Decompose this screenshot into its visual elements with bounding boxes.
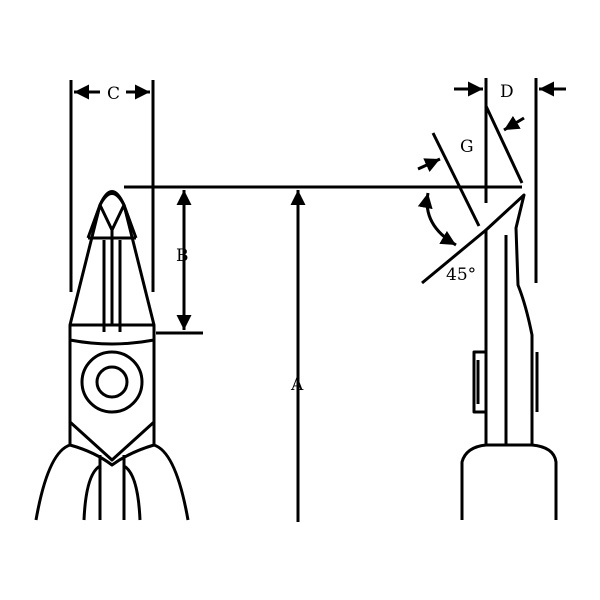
front-pivot-inner: [95, 365, 129, 399]
label-angle-45: 45°: [446, 265, 476, 285]
angle-45-arc: [417, 192, 457, 247]
side-pivot-boss: [472, 350, 488, 414]
label-b: B: [176, 246, 189, 266]
front-right-handle: [122, 443, 190, 521]
label-c: C: [107, 84, 120, 104]
front-jaw-sides: [88, 236, 136, 325]
front-jaw-tip: [86, 192, 138, 325]
dimension-g-arrow-right: [503, 115, 525, 132]
front-pivot-outer: [80, 350, 144, 414]
label-d: D: [500, 82, 514, 102]
label-a: A: [290, 375, 304, 395]
side-view-pliers: [460, 193, 558, 520]
front-cross-lines: [68, 420, 156, 520]
dimension-labels: A B C D G 45°: [107, 82, 514, 395]
front-jaw-band: [69, 323, 155, 346]
dimension-g-arrow-left: [417, 157, 441, 173]
dimension-lines: [69, 78, 566, 522]
side-head-outline: [484, 193, 534, 447]
front-head-outline: [68, 190, 156, 467]
dimension-g-ext-inner: [484, 105, 524, 184]
angle-45-line: [421, 228, 487, 285]
side-handle: [460, 443, 558, 520]
label-g: G: [460, 137, 474, 157]
dimension-g-ext-outer: [431, 132, 481, 227]
front-left-handle: [34, 443, 102, 521]
front-view-pliers: [34, 190, 190, 521]
